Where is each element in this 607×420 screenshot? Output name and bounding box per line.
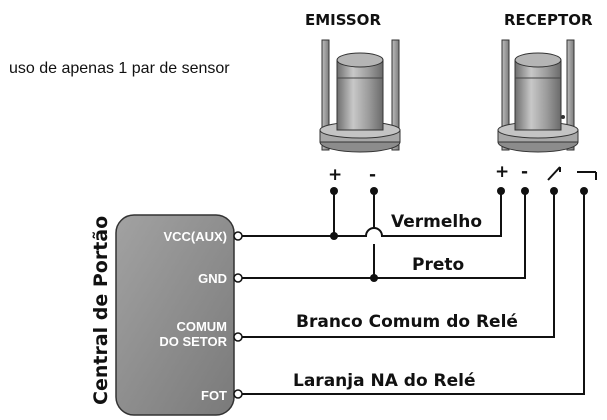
emitter-sensor [319, 39, 401, 153]
terminal-comum-label-line1: COMUM [176, 319, 227, 334]
wire-label-laranja: Laranja NA do Relé [293, 371, 476, 391]
pin-comum [233, 332, 243, 342]
pin-fot [233, 389, 243, 399]
junction-gnd [370, 274, 378, 282]
emitter-minus-label: - [369, 165, 376, 185]
wire-preto [238, 191, 526, 279]
emitter-title: EMISSOR [305, 11, 381, 29]
wire-label-vermelho: Vermelho [391, 212, 482, 232]
receiver-minus-label: - [521, 162, 528, 182]
emitter-plus-label: + [328, 165, 342, 185]
pin-vcc [233, 231, 243, 241]
terminal-gnd-label: GND [198, 271, 227, 286]
relay-contact-symbol [547, 166, 597, 181]
receiver-sensor [497, 39, 579, 153]
wire-branco [238, 191, 555, 338]
wire-label-branco: Branco Comum do Relé [296, 312, 518, 332]
terminal-vcc-label: VCC(AUX) [163, 229, 227, 244]
wire-vermelho [334, 191, 502, 237]
receiver-plus-label: + [495, 162, 509, 182]
terminal-comum-label-line2: DO SETOR [159, 334, 227, 349]
wire-label-preto: Preto [412, 255, 464, 275]
control-panel [115, 214, 235, 416]
junction-vcc [330, 232, 338, 240]
panel-title: Central de Portão [90, 216, 112, 405]
terminal-fot-label: FOT [201, 388, 227, 403]
pin-gnd [233, 273, 243, 283]
wire-laranja [238, 191, 585, 395]
usage-note: uso de apenas 1 par de sensor [9, 60, 230, 77]
receiver-title: RECEPTOR [504, 11, 593, 29]
